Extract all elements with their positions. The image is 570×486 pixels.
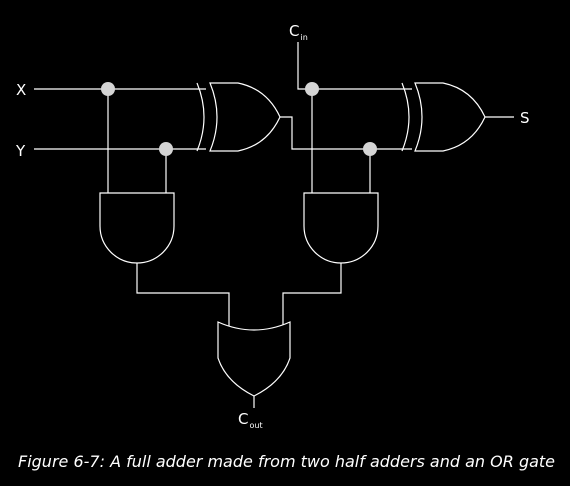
wire-xor1-output [280, 116, 412, 150]
wire-and2-to-or [282, 262, 342, 331]
wire-carry-in [297, 42, 412, 90]
or-gate [217, 321, 291, 397]
and-gate-2 [303, 192, 379, 264]
figure-caption: Figure 6-7: A full adder made from two h… [18, 452, 556, 471]
sum-output-label: S [520, 109, 530, 127]
junction-x [101, 82, 115, 96]
xor-gate-2 [401, 82, 486, 152]
and-gate-1 [99, 192, 175, 264]
input-x-label: X [16, 81, 26, 99]
junction-y [159, 142, 173, 156]
junction-cin [305, 82, 319, 96]
carry-out-label: Cout [238, 410, 263, 430]
junction-ha1-sum [363, 142, 377, 156]
wire-and1-to-or [136, 262, 230, 331]
xor-gate-1 [196, 82, 281, 152]
input-y-label: Y [15, 142, 26, 160]
carry-in-label: Cin [289, 22, 308, 42]
